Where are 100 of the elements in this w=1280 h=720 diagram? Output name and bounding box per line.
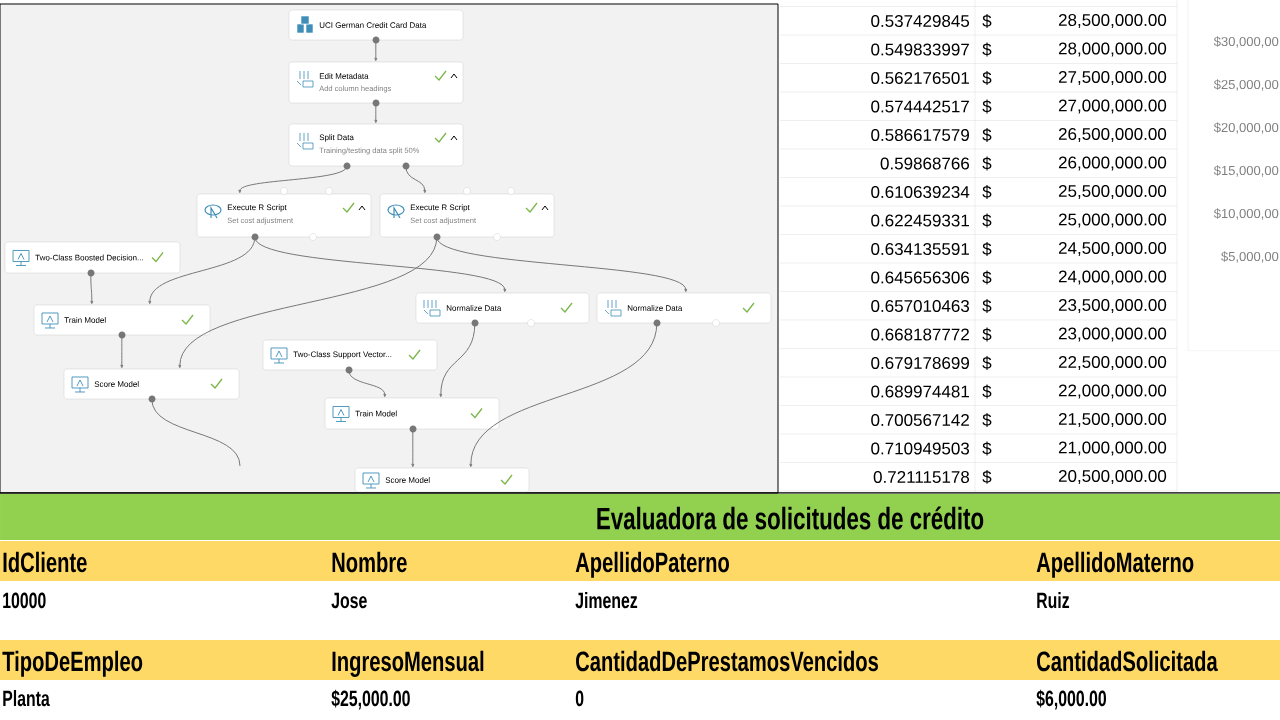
table-cell: 23,500,000.00 <box>1058 298 1167 313</box>
table-cell: $ <box>982 299 992 313</box>
table-cell: 22,500,000.00 <box>1058 355 1167 370</box>
axis-tick-label: $25,000,00 <box>1213 79 1279 91</box>
table-cell: 26,000,000.00 <box>1058 156 1167 171</box>
table-cell: 0.634135591 <box>871 243 969 255</box>
table-cell: 26,500,000.00 <box>1058 127 1167 143</box>
table-cell: 10000 <box>3 592 46 609</box>
table-cell: 0.645656306 <box>871 271 970 284</box>
table-cell: 0.59868766 <box>880 157 970 170</box>
column-header: CantidadDePrestamosVencidos <box>576 650 878 672</box>
connector <box>436 236 688 293</box>
connector <box>254 236 507 293</box>
axis-tick-label: $30,000,00 <box>1213 36 1279 48</box>
table-cell: 27,000,000.00 <box>1058 99 1167 114</box>
table-cell: 25,500,000.00 <box>1058 184 1167 200</box>
table-cell: Jimenez <box>575 592 638 609</box>
table-cell: $ <box>982 441 992 456</box>
module-name: Split Data <box>319 134 354 142</box>
table-cell: Planta <box>3 690 50 707</box>
module-name: Score Model <box>385 477 430 483</box>
connector <box>374 102 378 124</box>
module-name: Normalize Data <box>627 305 683 311</box>
table-cell: 28,000,000.00 <box>1058 42 1167 57</box>
connector <box>405 165 427 194</box>
table-cell: 0.668187772 <box>871 328 969 341</box>
table-cell: 23,000,000.00 <box>1058 327 1167 342</box>
table-cell: 0.537429845 <box>871 15 970 27</box>
table-cell: $ <box>982 185 992 199</box>
table-cell: $6,000.00 <box>1036 689 1106 710</box>
table-cell: $ <box>982 356 992 370</box>
connector <box>151 398 241 467</box>
module-name: Two-Class Support Vector... <box>293 351 392 359</box>
module-name: Edit Metadata <box>319 73 369 79</box>
table-cell: 27,500,000.00 <box>1058 70 1167 86</box>
axis-tick-label: $15,000,00 <box>1213 165 1279 177</box>
table-cell: 0.710949503 <box>871 442 970 455</box>
column-header: Nombre <box>332 551 407 573</box>
column-header: ApellidoPaterno <box>575 551 729 578</box>
module-name: Score Model <box>94 381 139 387</box>
axis-tick-label: $10,000,00 <box>1213 208 1279 220</box>
table-cell: 0.689974481 <box>871 385 969 398</box>
axis-tick-label: $5,000,00 <box>1221 251 1279 263</box>
table-cell: $ <box>982 327 992 342</box>
table-cell: $ <box>982 14 992 28</box>
column-header: TipoDeEmpleo <box>2 650 143 677</box>
module-name: Execute R Script <box>410 204 470 212</box>
table-cell: 24,000,000.00 <box>1058 270 1167 285</box>
table-cell: 21,000,000.00 <box>1058 441 1167 456</box>
table-cell: $ <box>982 470 992 484</box>
axis-tick-label: $20,000,00 <box>1213 122 1279 134</box>
table-cell: 0.657010463 <box>871 300 970 312</box>
connector <box>178 236 438 369</box>
table-cell: $25,000.00 <box>331 689 410 710</box>
table-cell: 0.700567142 <box>871 414 969 426</box>
module-name: Train Model <box>355 410 397 417</box>
table-cell: 21,500,000.00 <box>1058 412 1167 427</box>
form-heading: Evaluadora de solicitudes de crédito <box>0 494 1280 540</box>
connector <box>439 322 476 398</box>
connector <box>90 272 94 305</box>
table-cell: $ <box>982 71 992 85</box>
module-name: Normalize Data <box>446 305 502 311</box>
column-header: IngresoMensual <box>332 650 484 677</box>
connector <box>120 334 124 369</box>
connector <box>348 369 387 398</box>
table-cell: $ <box>982 413 992 427</box>
table-cell: $ <box>982 99 992 114</box>
table-cell: 0 <box>575 690 584 707</box>
table-cell: 0.574442517 <box>871 100 969 113</box>
table-cell: Jose <box>331 592 367 609</box>
module-name: Train Model <box>64 317 106 323</box>
column-header: IdCliente <box>3 551 87 573</box>
table-cell: 0.562176501 <box>871 72 969 84</box>
table-cell: $ <box>982 270 992 285</box>
table-cell: 28,500,000.00 <box>1058 13 1167 29</box>
table-cell: $ <box>982 242 992 256</box>
connector <box>148 236 256 305</box>
table-cell: 0.549833997 <box>871 43 969 56</box>
table-cell: $ <box>982 384 992 399</box>
table-cell: 25,000,000.00 <box>1058 213 1167 228</box>
table-cell: $ <box>982 42 992 57</box>
table-cell: 22,000,000.00 <box>1058 384 1167 399</box>
column-header: ApellidoMaterno <box>1036 551 1194 578</box>
module-name: UCI German Credit Card Data <box>319 22 427 28</box>
module-name: Two-Class Boosted Decision... <box>35 254 143 261</box>
table-cell: 24,500,000.00 <box>1058 241 1167 257</box>
table-cell: 20,500,000.00 <box>1058 469 1167 484</box>
table-cell: Ruiz <box>1037 592 1070 609</box>
connector <box>238 165 348 194</box>
connector <box>411 428 415 468</box>
table-cell: 0.610639234 <box>871 186 970 198</box>
table-cell: 0.679178699 <box>871 357 969 369</box>
table-cell: 0.721115178 <box>873 471 970 483</box>
table-cell: $ <box>982 128 992 142</box>
table-cell: 0.622459331 <box>871 214 969 227</box>
column-header: CantidadSolicitada <box>1037 650 1218 672</box>
table-cell: $ <box>982 213 992 228</box>
table-cell: $ <box>982 156 992 171</box>
connector <box>374 39 378 62</box>
connector <box>469 322 658 468</box>
